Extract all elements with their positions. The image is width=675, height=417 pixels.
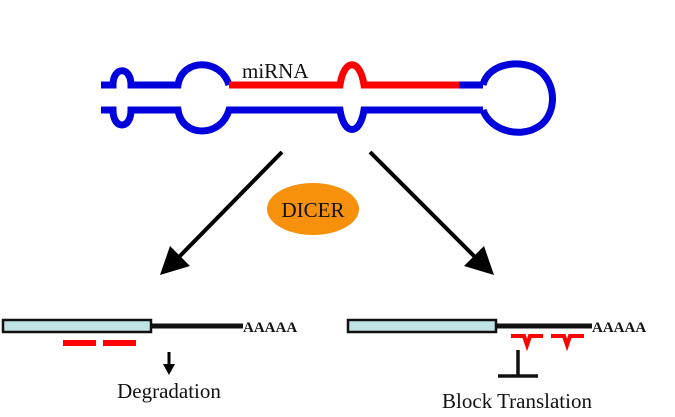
arrow-right-shaft (368, 150, 480, 262)
degradation-arrow-head (163, 364, 175, 375)
dicer-ellipse (267, 183, 359, 235)
arrow-left-head (160, 246, 190, 275)
bound-mirna-right-1 (511, 334, 543, 352)
mirna-label: miRNA (242, 59, 309, 83)
bound-mirna-left-2 (103, 340, 136, 346)
hairpin-bottom-strand (101, 106, 483, 135)
bound-mirna-right-2 (551, 334, 584, 352)
degradation-label: Degradation (117, 379, 221, 403)
dicer-enzyme: DICER (267, 183, 359, 235)
pathway-degradation: AAAAA Degradation (1, 318, 297, 403)
arrow-right-head (464, 246, 494, 275)
mrna-coding-region-left (1, 318, 153, 334)
hairpin-terminal-loop (479, 60, 556, 136)
arrow-left-shaft (174, 150, 284, 262)
pre-mirna-hairpin (101, 60, 556, 136)
mirna-strand (229, 61, 459, 89)
poly-a-tail-left: AAAAA (243, 320, 297, 336)
dicer-label: DICER (282, 198, 345, 222)
hairpin-top-strand-left (101, 61, 233, 89)
poly-a-tail-right: AAAAA (592, 320, 646, 336)
mrna-coding-region-right (346, 318, 498, 334)
block-translation-label: Block Translation (442, 389, 592, 413)
bound-mirna-left-1 (63, 340, 96, 346)
pathway-block-translation: AAAAA Block Translation (346, 318, 646, 413)
pathway-arrows (160, 150, 494, 275)
